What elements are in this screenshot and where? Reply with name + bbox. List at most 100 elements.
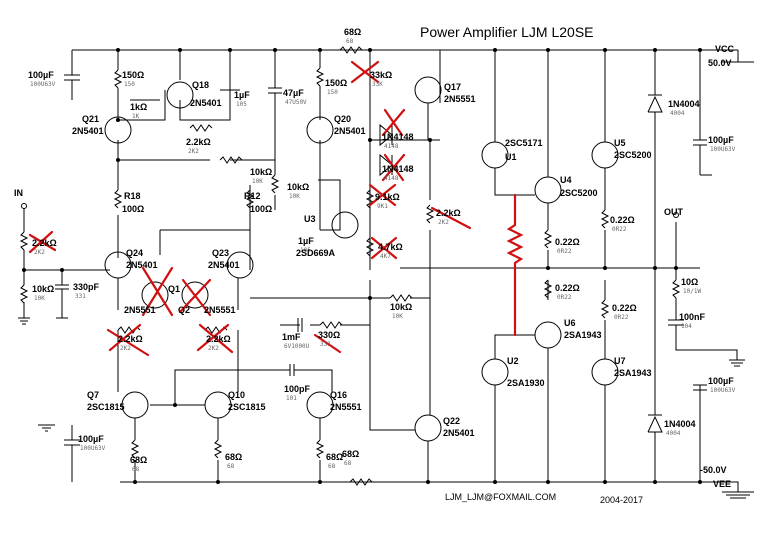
component-code: 68 <box>328 463 336 470</box>
component-code: 2K2 <box>208 345 219 352</box>
footer-years: 2004-2017 <box>600 495 643 505</box>
component-code: 68 <box>227 463 235 470</box>
component-label: 1µF <box>234 90 250 100</box>
diagram-title: Power Amplifier LJM L20SE <box>420 24 594 40</box>
u3-transistor <box>331 211 359 239</box>
component-code: 4004 <box>666 430 681 437</box>
q22-transistor <box>414 414 442 442</box>
component-code: 100U63V <box>30 81 56 88</box>
component-label: 68Ω <box>130 455 147 465</box>
component-code: 4148 <box>384 175 399 182</box>
component-code: 100U63V <box>80 445 106 452</box>
component-code: 10K <box>34 295 45 302</box>
component-label: Q2 <box>178 305 190 315</box>
component-label: 2SA1930 <box>507 378 545 388</box>
component-code: 2K2 <box>188 148 199 155</box>
component-code: 0R22 <box>614 314 629 321</box>
component-label: 2.2kΩ <box>32 238 57 248</box>
component-code: 6V1000U <box>284 343 310 350</box>
component-label: 1N4004 <box>668 99 700 109</box>
component-label: 1N4148 <box>382 164 414 174</box>
component-label: 68Ω <box>342 449 359 459</box>
component-label: 2SC1815 <box>228 402 266 412</box>
component-label: 2N5551 <box>124 305 156 315</box>
component-label: 2N5401 <box>443 428 475 438</box>
footer-email: LJM_LJM@FOXMAIL.COM <box>445 492 556 502</box>
component-code: 4148 <box>384 143 399 150</box>
component-code: 10K <box>289 193 300 200</box>
component-label: 0.22Ω <box>610 215 635 225</box>
component-label: 1µF <box>298 236 314 246</box>
vee-value: -50.0V <box>700 465 727 475</box>
component-label: 68Ω <box>326 452 343 462</box>
q18-transistor <box>166 81 194 109</box>
input-label: IN <box>14 188 23 198</box>
component-label: Q16 <box>330 390 347 400</box>
component-label: 2SD669A <box>296 248 336 258</box>
component-label: 100µF <box>708 135 734 145</box>
u2-transistor <box>481 358 509 386</box>
q17-transistor <box>414 76 442 104</box>
q7-transistor <box>121 391 149 419</box>
component-label: Q24 <box>126 248 143 258</box>
component-label: 10kΩ <box>250 167 272 177</box>
component-label: 330pF <box>73 282 100 292</box>
component-label: 2N5401 <box>190 98 222 108</box>
component-code: 2K2 <box>34 249 45 256</box>
component-label: Q17 <box>444 82 461 92</box>
component-label: Q22 <box>443 416 460 426</box>
component-label: 2N5551 <box>204 305 236 315</box>
component-code: 150 <box>327 89 338 96</box>
component-label: Q7 <box>87 390 99 400</box>
component-label: 150Ω <box>325 78 347 88</box>
component-code: 68 <box>132 466 140 473</box>
component-code: 33K <box>372 81 383 88</box>
component-label: 10kΩ <box>32 284 54 294</box>
component-label: U6 <box>564 318 576 328</box>
component-code: 150 <box>124 81 135 88</box>
component-code: 100U63V <box>710 387 736 394</box>
u6-transistor <box>534 321 562 349</box>
component-label: 2.2kΩ <box>206 334 231 344</box>
component-labels: 68Ω6833kΩ33K150Ω1501kΩ1KQ182N54011µF1054… <box>28 27 736 473</box>
vcc-value: 50.0V <box>708 58 732 68</box>
component-label: U1 <box>505 152 517 162</box>
input-stage-wiring <box>18 50 341 325</box>
component-label: U5 <box>614 138 626 148</box>
q20-transistor <box>306 116 334 144</box>
component-label: 10Ω <box>681 277 698 287</box>
component-label: 33kΩ <box>370 70 392 80</box>
vee-label: VEE <box>713 479 731 489</box>
component-label: 2N5401 <box>126 260 158 270</box>
q23-transistor <box>226 251 254 279</box>
red-markup <box>28 60 524 357</box>
component-label: 2.2kΩ <box>118 334 143 344</box>
component-label: 47µF <box>283 88 304 98</box>
component-label: 2N5551 <box>330 402 362 412</box>
component-label: 68Ω <box>344 27 361 37</box>
q1-transistor <box>141 281 169 309</box>
component-label: 100nF <box>679 312 706 322</box>
component-code: 331 <box>75 293 86 300</box>
component-label: 2N5401 <box>72 126 104 136</box>
component-label: 1N4148 <box>382 132 414 142</box>
component-label: 100µF <box>78 434 104 444</box>
component-label: 1kΩ <box>130 102 147 112</box>
component-code: 10K <box>392 313 403 320</box>
component-label: 100µF <box>708 376 734 386</box>
component-label: 2.2kΩ <box>186 137 211 147</box>
component-label: 2N5401 <box>334 126 366 136</box>
component-code: 331 <box>320 341 331 348</box>
q2-transistor <box>181 281 209 309</box>
component-label: 150Ω <box>122 70 144 80</box>
component-label: U4 <box>560 175 572 185</box>
component-code: 104 <box>681 323 692 330</box>
component-code: 105 <box>236 101 247 108</box>
component-code: 47U50V <box>285 99 307 106</box>
resistors <box>19 46 681 486</box>
component-label: R18 <box>124 191 141 201</box>
component-label: 100Ω <box>122 204 144 214</box>
component-code: 1K <box>132 113 140 120</box>
